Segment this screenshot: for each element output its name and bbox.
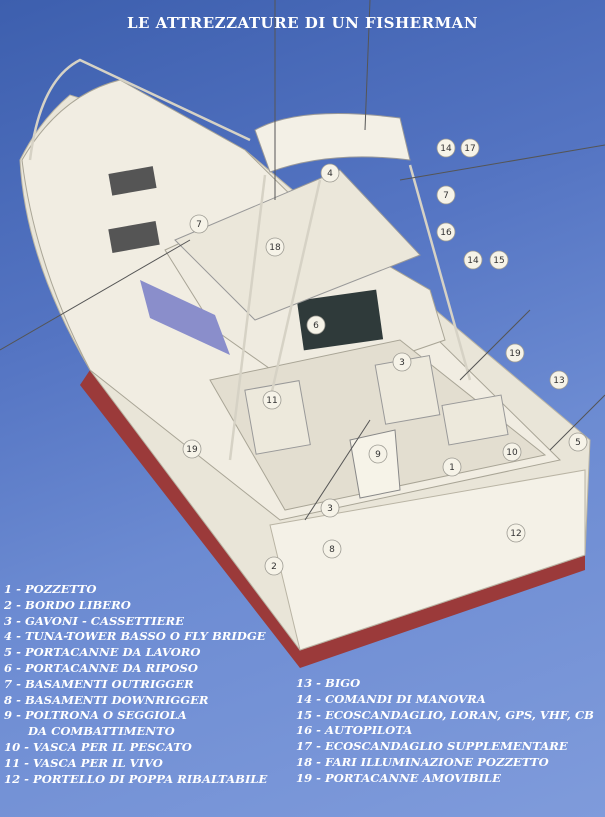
legend-item: 16 - AUTOPILOTA (296, 723, 413, 738)
legend-item: 19 - PORTACANNE AMOVIBILE (296, 770, 501, 785)
callout-4: 4 (320, 163, 340, 183)
fighting-chair (349, 429, 401, 499)
tower-leg-1 (228, 174, 267, 461)
callout-11: 11 (262, 390, 282, 410)
legend-item: 2 - BORDO LIBERO (4, 597, 131, 612)
legend-item: 18 - FARI ILLUMINAZIONE POZZETTO (296, 754, 549, 769)
legend-item: 10 - VASCA PER IL PESCATO (4, 739, 192, 754)
callout-1: 1 (442, 457, 462, 477)
page-title: LE ATTREZZATURE DI UN FISHERMAN (126, 14, 479, 32)
bow-rail (28, 58, 251, 161)
callout-10: 10 (502, 442, 522, 462)
svg-text:15: 15 (493, 256, 504, 266)
svg-text:19: 19 (186, 445, 198, 455)
legend-item: 9 - POLTRONA O SEGGIOLA (4, 708, 187, 723)
cabin-window (140, 280, 230, 355)
svg-text:5: 5 (575, 438, 581, 448)
callout-8: 8 (322, 539, 342, 559)
tower-leg-2 (408, 164, 472, 381)
tower-leg-3 (268, 179, 322, 401)
legend-item: 5 - PORTACANNE DA LAVORO (4, 645, 201, 660)
transom (269, 469, 586, 651)
callout-14: 14 (436, 138, 456, 158)
fish-box (244, 380, 311, 455)
callout-19: 19 (182, 439, 202, 459)
legend-item: 14 - COMANDI DI MANOVRA (296, 691, 486, 706)
svg-text:11: 11 (266, 396, 277, 406)
svg-text:7: 7 (443, 191, 449, 201)
callout-19: 19 (505, 343, 525, 363)
legend-item: 6 - PORTACANNE DA RIPOSO (4, 660, 198, 675)
callout-7: 7 (189, 214, 209, 234)
callout-7: 7 (436, 185, 456, 205)
legend-item: 4 - TUNA-TOWER BASSO O FLY BRIDGE (4, 629, 266, 644)
callout-2: 2 (264, 556, 284, 576)
svg-text:17: 17 (464, 144, 475, 154)
svg-text:6: 6 (313, 321, 319, 331)
outrigger-right (399, 144, 605, 181)
svg-text:10: 10 (506, 448, 518, 458)
tower-top (254, 113, 411, 173)
svg-text:16: 16 (440, 228, 452, 238)
svg-text:12: 12 (510, 529, 521, 539)
legend-item: 17 - ECOSCANDAGLIO SUPPLEMENTARE (296, 739, 568, 754)
live-well (441, 394, 509, 446)
callout-5: 5 (568, 432, 588, 452)
legend-item: 7 - BASAMENTI OUTRIGGER (4, 676, 194, 691)
svg-text:2: 2 (271, 562, 277, 572)
legend-item: 12 - PORTELLO DI POPPA RIBALTABILE (4, 771, 268, 786)
callout-9: 9 (368, 444, 388, 464)
legend-left: 1 - POZZETTO 2 - BORDO LIBERO 3 - GAVONI… (4, 582, 304, 787)
svg-text:1: 1 (449, 463, 455, 473)
rod-3 (304, 419, 371, 521)
legend-item: 15 - ECOSCANDAGLIO, LORAN, GPS, VHF, CB (296, 707, 594, 722)
legend-item: 1 - POZZETTO (4, 582, 97, 596)
callout-12: 12 (506, 523, 526, 543)
svg-text:14: 14 (440, 144, 452, 154)
legend-item: 13 - BIGO (296, 676, 361, 690)
rod-2 (549, 394, 605, 451)
svg-text:14: 14 (467, 256, 479, 266)
callout-13: 13 (549, 370, 569, 390)
legend-item-continuation: DA COMBATTIMENTO (28, 724, 175, 739)
callout-17: 17 (460, 138, 480, 158)
svg-text:3: 3 (399, 358, 405, 368)
legend-right: 13 - BIGO 14 - COMANDI DI MANOVRA 15 - E… (296, 676, 602, 787)
svg-text:3: 3 (327, 504, 333, 514)
svg-text:9: 9 (375, 450, 381, 460)
outrigger-left (0, 239, 191, 351)
svg-text:13: 13 (553, 376, 564, 386)
callout-3: 3 (320, 498, 340, 518)
svg-text:19: 19 (509, 349, 521, 359)
svg-text:18: 18 (269, 243, 281, 253)
legend-item: 11 - VASCA PER IL VIVO (4, 755, 163, 770)
fly-bridge (174, 169, 421, 321)
antenna-2 (364, 0, 371, 131)
svg-text:4: 4 (327, 169, 333, 179)
hatch-rear (108, 221, 160, 253)
rod-1 (459, 309, 531, 381)
callout-18: 18 (265, 237, 285, 257)
callout-15: 15 (489, 250, 509, 270)
callout-16: 16 (436, 222, 456, 242)
legend-item: 8 - BASAMENTI DOWNRIGGER (4, 692, 209, 707)
hatch-front (108, 166, 157, 196)
svg-text:7: 7 (196, 220, 202, 230)
callout-6: 6 (306, 315, 326, 335)
callout-14: 14 (463, 250, 483, 270)
legend-item: 3 - GAVONI - CASSETTIERE (4, 613, 184, 628)
cabin-door (296, 289, 384, 351)
callout-3: 3 (392, 352, 412, 372)
svg-text:8: 8 (329, 545, 335, 555)
